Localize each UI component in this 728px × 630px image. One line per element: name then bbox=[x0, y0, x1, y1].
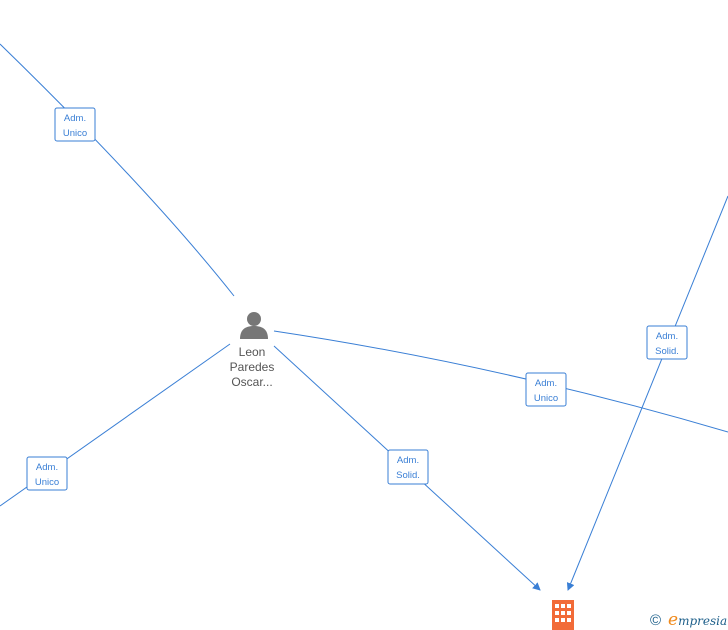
brand-rest: mpresia bbox=[678, 614, 727, 628]
edge-label-line: Unico bbox=[35, 477, 59, 488]
edge-right-to-company[interactable] bbox=[566, 195, 728, 591]
edge-label-line: Adm. bbox=[36, 462, 58, 473]
person-name-line: Leon bbox=[239, 345, 266, 359]
person-icon bbox=[240, 312, 268, 339]
edge-right[interactable] bbox=[273, 330, 728, 433]
edge-label-right-to-company[interactable]: Adm. Solid. bbox=[646, 325, 688, 360]
edges bbox=[0, 43, 728, 591]
person-node[interactable]: Leon Paredes Oscar... bbox=[230, 312, 275, 389]
edge-label-right[interactable]: Adm. Unico bbox=[525, 372, 567, 407]
edge-label-bottom-left[interactable]: Adm. Unico bbox=[26, 456, 68, 491]
building-icon bbox=[552, 600, 574, 630]
company-node[interactable] bbox=[552, 600, 574, 630]
edge-label-to-company[interactable]: Adm. Solid. bbox=[387, 449, 429, 485]
edge-label-line: Adm. bbox=[64, 113, 86, 124]
edge-label-line: Solid. bbox=[396, 470, 420, 481]
edge-label-line: Adm. bbox=[535, 378, 557, 389]
edge-label-line: Solid. bbox=[655, 346, 679, 357]
edge-label-line: Adm. bbox=[656, 331, 678, 342]
edge-top-left[interactable] bbox=[0, 43, 235, 297]
edge-label-line: Adm. bbox=[397, 455, 419, 466]
brand-name: empresia bbox=[668, 610, 727, 630]
brand-initial: e bbox=[668, 610, 678, 630]
edge-label-line: Unico bbox=[534, 393, 558, 404]
copyright-symbol: © bbox=[650, 612, 661, 629]
brand-logo: © empresia bbox=[650, 610, 727, 630]
edge-label-line: Unico bbox=[63, 128, 87, 139]
edge-label-top-left[interactable]: Adm. Unico bbox=[54, 107, 96, 142]
person-name-line: Paredes bbox=[230, 360, 275, 374]
person-name-line: Oscar... bbox=[231, 375, 272, 389]
